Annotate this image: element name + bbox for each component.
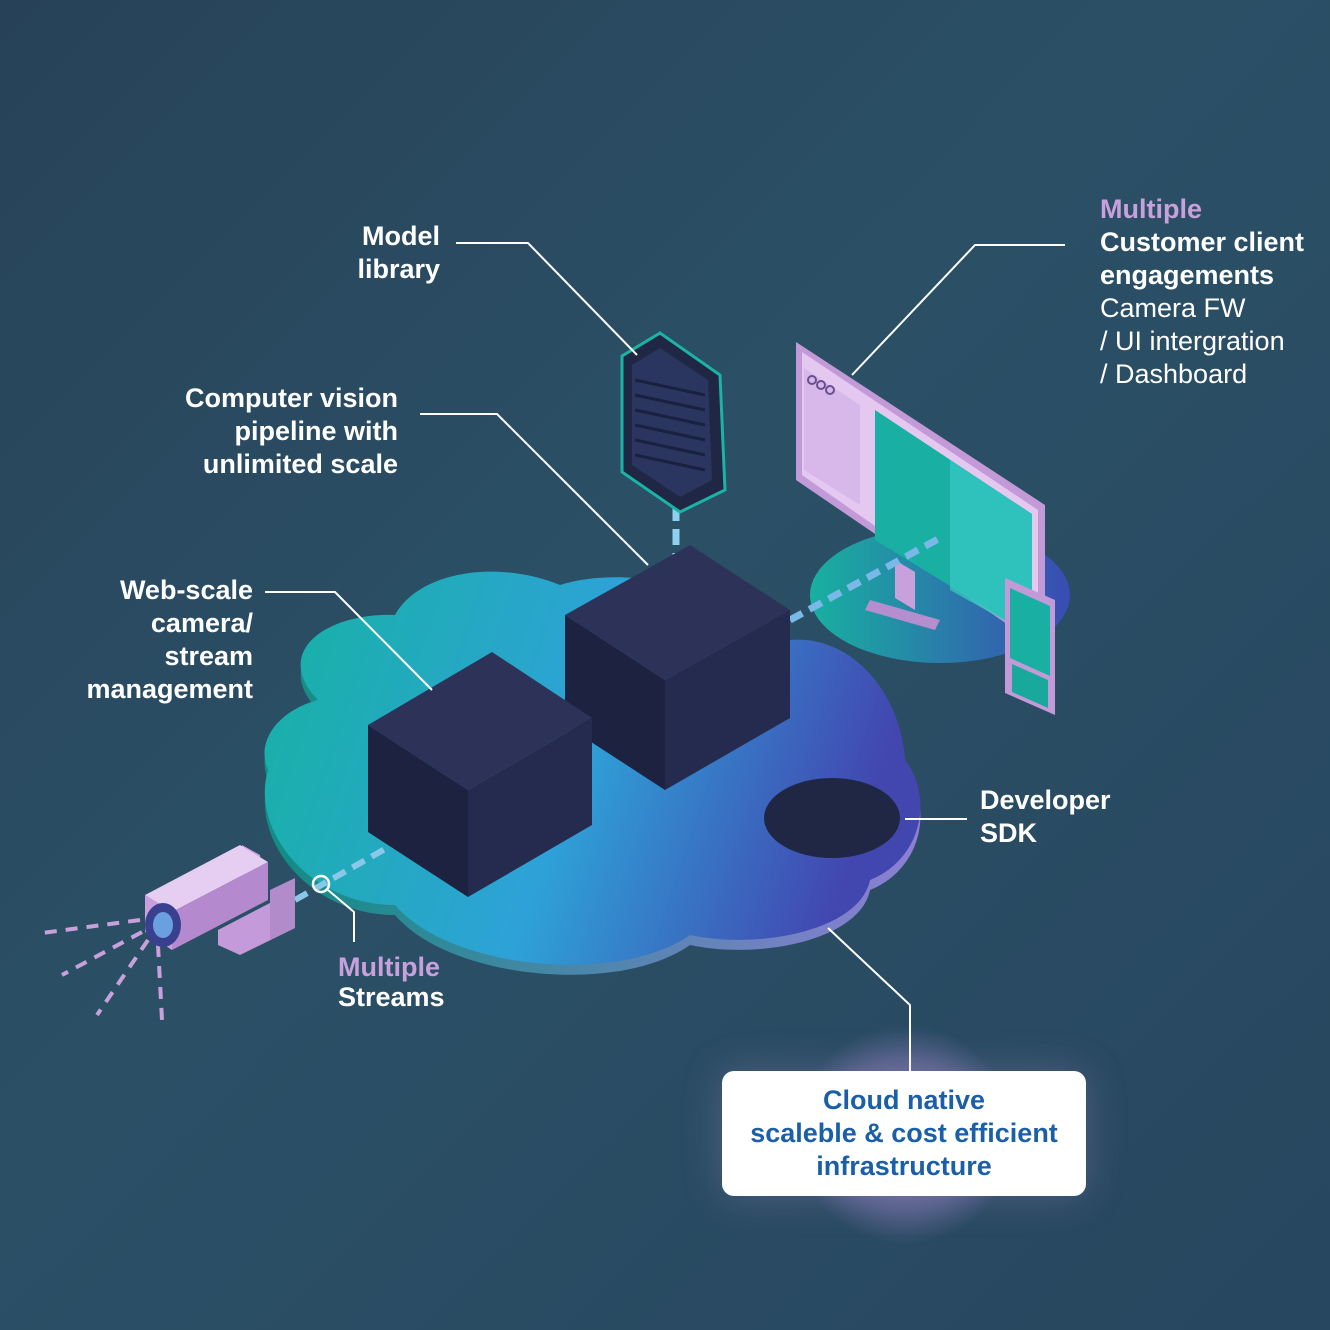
pipeline-line-1: Computer vision [184, 383, 398, 413]
pipeline-label: Computer vision pipeline with unlimited … [130, 382, 398, 481]
leader-cloud [827, 927, 911, 1071]
leader-customer [851, 244, 1065, 376]
pipeline-line-2: pipeline with [234, 416, 398, 446]
streams-text: Streams [338, 982, 445, 1012]
webscale-line-4: management [86, 674, 253, 704]
cloud-infrastructure-box: Cloud native scaleble & cost efficient i… [722, 1071, 1086, 1196]
monitor-icon [796, 342, 1045, 650]
pipeline-line-3: unlimited scale [202, 449, 398, 479]
customer-bold-1: Customer client [1100, 227, 1305, 257]
customer-bold-2: engagements [1100, 260, 1275, 290]
model-library-line-1: Model [362, 221, 440, 251]
customer-light-3: / Dashboard [1100, 359, 1248, 389]
model-library-label: Model library [300, 220, 440, 286]
webscale-line-2: camera/ [150, 608, 253, 638]
developer-sdk-label: Developer SDK [980, 784, 1140, 850]
sdk-line-1: Developer [980, 785, 1111, 815]
pipeline-cube-icon [565, 545, 790, 790]
server-rack-icon [620, 331, 727, 514]
webscale-line-1: Web-scale [119, 575, 253, 605]
webscale-line-3: stream [164, 641, 253, 671]
cloud-line-3: infrastructure [816, 1151, 992, 1181]
sdk-hole [764, 778, 900, 858]
leader-webscale [265, 591, 433, 691]
customer-light-2: / UI intergration [1100, 326, 1285, 356]
sdk-line-2: SDK [980, 818, 1038, 848]
model-library-line-2: library [357, 254, 440, 284]
webscale-label: Web-scale camera/ stream management [40, 574, 253, 706]
customer-light-1: Camera FW [1100, 293, 1246, 323]
leader-model [456, 242, 638, 356]
security-camera-icon [41, 845, 295, 1021]
customer-engagement-label: Multiple Customer client engagements Cam… [1100, 193, 1325, 391]
stream-node [311, 874, 331, 894]
multiple-streams-label: Multiple Streams [338, 952, 498, 1012]
phone-icon [1005, 578, 1055, 715]
leader-pipeline [420, 413, 649, 566]
leader-streams [327, 889, 355, 942]
cloud-line-1: Cloud native [822, 1085, 985, 1115]
stream-cube-icon [368, 652, 592, 897]
cloud-line-2: scaleble & cost efficient [750, 1118, 1058, 1148]
streams-highlight: Multiple [338, 952, 440, 982]
customer-highlight: Multiple [1100, 194, 1202, 224]
monitor-connector [788, 534, 942, 624]
